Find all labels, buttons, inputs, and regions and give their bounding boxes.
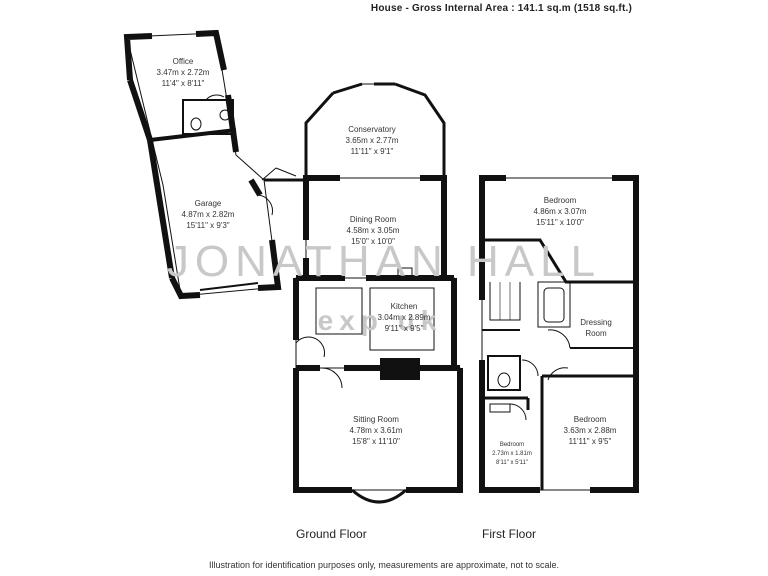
room-label-garage: Garage 4.87m x 2.82m 15'11" x 9'3" [182,199,235,230]
room-label-dressing: Dressing Room [580,318,612,338]
sitting-metric: 4.78m x 3.61m [350,426,403,435]
kitchen-name: Kitchen [391,302,418,311]
bedroom1-name: Bedroom [544,196,577,205]
room-label-bedroom-3: Bedroom 2.73m x 1.81m 8'11" x 5'11" [492,442,532,466]
sitting-name: Sitting Room [353,415,399,424]
room-label-office: Office 3.47m x 2.72m 11'4" x 8'11" [157,57,210,88]
ground-floor-label: Ground Floor [296,527,367,541]
bedroom1-metric: 4.86m x 3.07m [534,207,587,216]
bedroom2-metric: 3.63m x 2.88m [564,426,617,435]
office-name: Office [173,57,194,66]
garage-name: Garage [195,199,222,208]
sitting-imperial: 15'8" x 11'10" [352,437,400,446]
dining-imperial: 15'0" x 10'0" [351,237,395,246]
watermark-logo: exp uk [318,305,443,336]
first-floor-plan [479,175,639,493]
office-metric: 3.47m x 2.72m [157,68,210,77]
room-label-conservatory: Conservatory 3.65m x 2.77m 11'11" x 9'1" [346,125,399,156]
bedroom3-imperial: 8'11" x 5'11" [496,460,528,466]
bedroom3-metric: 2.73m x 1.81m [492,451,532,457]
dressing-name2: Room [585,329,607,338]
room-label-sitting: Sitting Room 4.78m x 3.61m 15'8" x 11'10… [350,415,403,446]
bedroom2-imperial: 11'11" x 9'5" [569,437,612,446]
ground-floor-plan [123,29,463,504]
gross-area-title: House - Gross Internal Area : 141.1 sq.m… [370,3,632,14]
bedroom1-imperial: 15'11" x 10'0" [536,218,584,227]
garage-imperial: 15'11" x 9'3" [186,221,229,230]
bedroom2-name: Bedroom [574,415,607,424]
kitchen-metric: 3.04m x 2.89m [378,313,431,322]
first-floor-label: First Floor [482,527,536,541]
room-label-bedroom-1: Bedroom 4.86m x 3.07m 15'11" x 10'0" [534,196,587,227]
room-label-bedroom-2: Bedroom 3.63m x 2.88m 11'11" x 9'5" [564,415,617,446]
room-label-dining: Dining Room 4.58m x 3.05m 15'0" x 10'0" [347,215,400,246]
dining-metric: 4.58m x 3.05m [347,226,400,235]
kitchen-imperial: 9'11" x 9'5" [385,324,424,333]
conservatory-metric: 3.65m x 2.77m [346,136,399,145]
ground-main-outline [261,167,463,504]
office-garage-block [123,29,282,300]
conservatory-imperial: 11'11" x 9'1" [351,147,394,156]
room-label-kitchen: Kitchen 3.04m x 2.89m 9'11" x 9'5" [378,302,431,333]
garage-metric: 4.87m x 2.82m [182,210,235,219]
dining-name: Dining Room [350,215,397,224]
watermark-text: JONATHAN HALL [167,237,601,286]
dressing-name: Dressing [580,318,612,327]
conservatory-name: Conservatory [348,125,396,134]
bedroom3-name: Bedroom [500,442,524,448]
disclaimer: Illustration for identification purposes… [208,560,559,570]
conservatory-outline [304,82,446,179]
office-imperial: 11'4" x 8'11" [162,79,205,88]
